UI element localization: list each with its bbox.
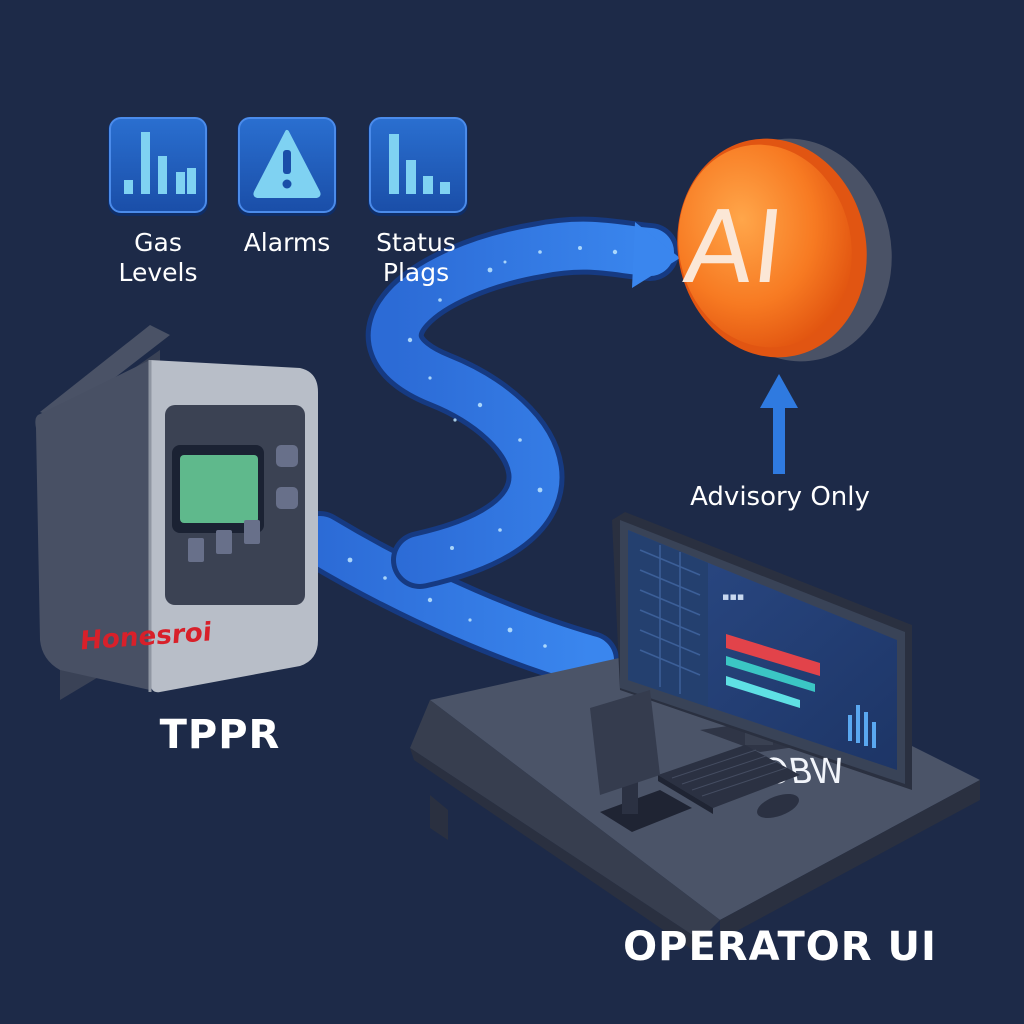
ai-text: AI [679,189,789,306]
bar-chart-icon [124,132,196,194]
operator-ui-label: OPERATOR UI [623,924,937,970]
alert-triangle-icon [253,130,321,198]
monitor-small-text: ▪▪▪ [722,590,744,603]
gas-levels-tile [108,117,208,216]
status-flags-tile [368,117,468,216]
gas-levels-label: Gas Levels [118,228,198,287]
alarms-label: Alarms [243,228,331,257]
alarms-tile [237,117,337,216]
tppr-device: Honesroi [35,325,318,700]
advisory-note: Advisory Only [690,482,870,512]
data-stream [291,216,680,689]
device-display [172,445,264,533]
status-bars-icon [389,134,450,194]
screen-chart-icon [848,705,876,748]
operator-monitor: ▪▪▪ OBW [612,512,912,792]
ai-node: AI [677,138,892,362]
desk-phone [590,690,692,832]
keyboard [658,745,800,814]
status-flags-label: Status Plags [376,228,456,287]
tppr-label: TPPR [159,712,281,758]
mouse [757,793,799,819]
advisory-arrow [760,374,798,474]
monitor-screen: ▪▪▪ OBW [628,530,897,792]
